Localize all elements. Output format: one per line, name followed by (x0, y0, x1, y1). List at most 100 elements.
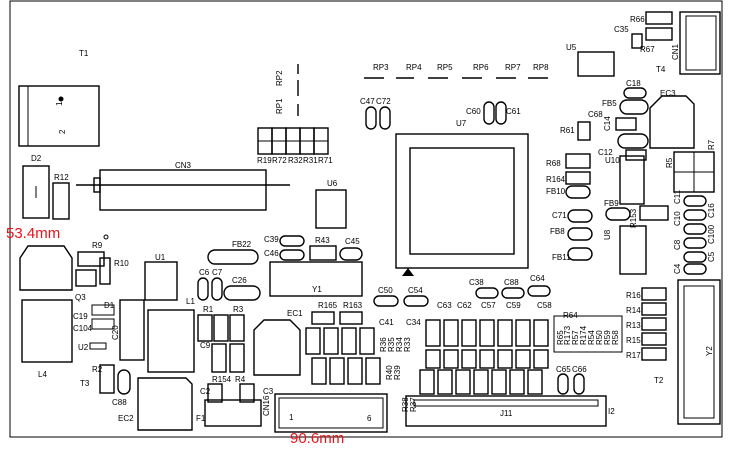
label-t4: T4 (656, 65, 666, 74)
label-r2: R2 (92, 365, 103, 374)
resistor-r9 (77, 251, 105, 267)
label-cn16-pin1: 1 (289, 413, 294, 422)
label-r40: R40 (385, 365, 394, 380)
label-rp3: RP3 (373, 63, 389, 72)
label-ec1: EC1 (287, 309, 303, 318)
dimension-height: 53.4mm (6, 225, 60, 242)
label-d1: D1 (104, 301, 115, 310)
label-c38: C38 (469, 278, 484, 287)
label-r35: R35 (387, 337, 396, 352)
label-r36: R36 (379, 337, 388, 352)
label-r57: R57 (571, 330, 580, 345)
label-rp8: RP8 (533, 63, 549, 72)
cap-c104 (91, 318, 115, 330)
label-c14: C14 (603, 116, 612, 131)
label-fb8: FB8 (550, 227, 565, 236)
label-u8: U8 (603, 229, 612, 240)
inductor-l1 (147, 309, 195, 373)
label-r32: R32 (288, 156, 303, 165)
label-c57: C57 (481, 301, 496, 310)
label-i2: I2 (608, 407, 615, 416)
label-c35: C35 (614, 25, 629, 34)
label-r153: R153 (629, 208, 638, 228)
dimension-width: 90.6mm (290, 430, 344, 447)
label-rp5: RP5 (437, 63, 453, 72)
label-u7: U7 (456, 119, 467, 128)
label-r59: R59 (603, 330, 612, 345)
label-r173: R173 (563, 325, 572, 345)
cap-c19 (91, 304, 115, 316)
label-fb5: FB5 (602, 99, 617, 108)
label-r154: R154 (212, 375, 232, 384)
ic-u6 (315, 189, 347, 229)
label-r19: R19 (257, 156, 272, 165)
label-r164: R164 (546, 175, 566, 184)
label-l1: L1 (186, 297, 195, 306)
label-ec3: EC3 (660, 89, 676, 98)
label-c5: C5 (707, 251, 716, 262)
label-c2: C2 (200, 387, 211, 396)
label-c65: C65 (556, 365, 571, 374)
label-r5: R5 (665, 157, 674, 168)
label-r13: R13 (626, 321, 641, 330)
label-pin2-t1: 2 (58, 129, 67, 134)
label-c64: C64 (530, 274, 545, 283)
ic-u1 (144, 261, 178, 301)
ferrite-fb22 (207, 249, 259, 265)
label-c41: C41 (379, 318, 394, 327)
connector-j11 (405, 395, 607, 427)
label-t2: T2 (654, 376, 664, 385)
label-r64-row: R64 (563, 311, 578, 320)
label-u6: U6 (327, 179, 338, 188)
capacitor-grid (419, 319, 549, 395)
label-d2: D2 (31, 154, 42, 163)
resistor-array-row (257, 127, 329, 155)
label-rp6: RP6 (473, 63, 489, 72)
board-outline (9, 0, 723, 438)
label-r65: R65 (556, 330, 565, 345)
cap-c88-left (117, 369, 131, 395)
label-r68: R68 (546, 159, 561, 168)
label-c72: C72 (376, 97, 391, 106)
label-r17: R17 (626, 351, 641, 360)
connector-cn16 (274, 393, 388, 433)
fuse-f1 (204, 399, 262, 427)
label-r3: R3 (233, 305, 244, 314)
label-u2: U2 (78, 343, 89, 352)
connector-cn3 (99, 169, 267, 211)
ic-u7 (395, 133, 529, 269)
ic-u8 (619, 225, 647, 275)
label-r50: R50 (595, 330, 604, 345)
label-t3: T3 (80, 379, 90, 388)
resistor-r10 (99, 257, 111, 285)
capacitor-ec3 (649, 95, 695, 149)
label-r9: R9 (92, 241, 103, 250)
label-c12: C12 (598, 148, 613, 157)
label-c63: C63 (437, 301, 452, 310)
label-c20: C20 (111, 325, 120, 340)
label-u5: U5 (566, 43, 577, 52)
label-fb22: FB22 (232, 240, 252, 249)
connector-y2 (677, 279, 721, 425)
label-r58: R58 (611, 330, 620, 345)
label-c19: C19 (73, 312, 88, 321)
resistor-r12 (52, 182, 70, 220)
label-fb11: FB11 (552, 253, 571, 262)
label-c47: C47 (360, 97, 375, 106)
label-f1: F1 (196, 414, 206, 423)
label-r14: R14 (626, 306, 641, 315)
label-r10: R10 (114, 259, 129, 268)
label-r31: R31 (303, 156, 318, 165)
label-rp2: RP2 (275, 70, 284, 86)
resistor-label-block (553, 315, 623, 353)
label-c34: C34 (406, 318, 421, 327)
label-r16: R16 (626, 291, 641, 300)
label-y1: Y1 (312, 285, 322, 294)
label-c59: C59 (506, 301, 521, 310)
inductor-outline (19, 245, 73, 291)
label-c4: C4 (673, 263, 682, 274)
label-c10: C10 (673, 211, 682, 226)
label-c54: C54 (408, 286, 423, 295)
label-c104: C104 (73, 324, 93, 333)
